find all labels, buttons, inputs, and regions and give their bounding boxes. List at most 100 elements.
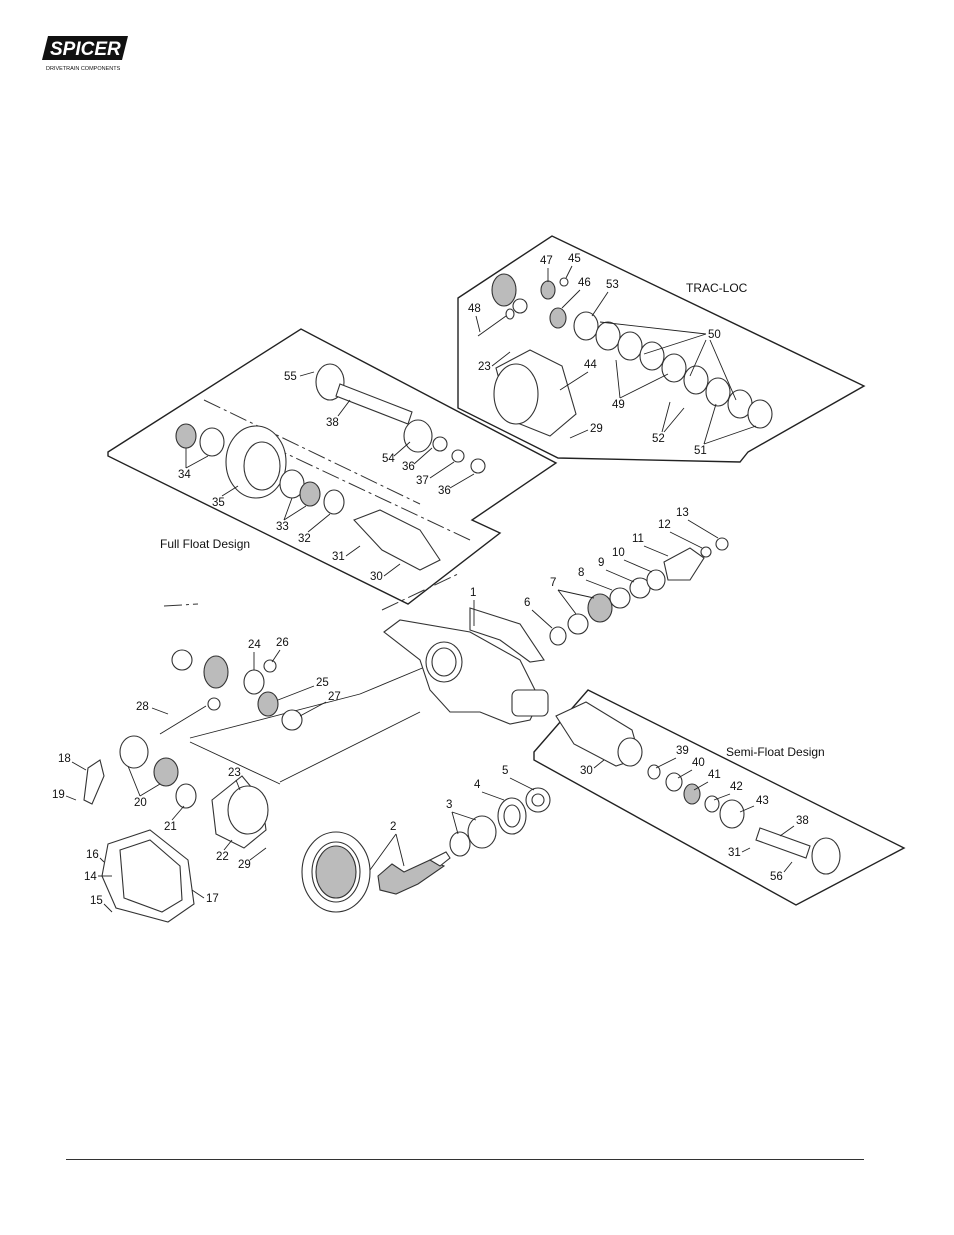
callout-7: 7 xyxy=(550,577,595,615)
callout-31-full-float: 31 xyxy=(332,545,361,563)
callout-42: 42 xyxy=(713,781,743,801)
svg-text:23: 23 xyxy=(228,767,241,779)
callout-3: 3 xyxy=(446,799,477,835)
svg-text:48: 48 xyxy=(468,303,481,315)
svg-text:20: 20 xyxy=(134,797,147,809)
callout-18: 18 xyxy=(58,753,87,771)
callout-41: 41 xyxy=(693,769,721,791)
trac-loc-outline xyxy=(457,235,866,463)
svg-text:14: 14 xyxy=(84,871,97,883)
svg-text:5: 5 xyxy=(502,765,508,777)
callout-46: 46 xyxy=(561,277,591,309)
svg-text:33: 33 xyxy=(276,521,289,533)
svg-text:21: 21 xyxy=(164,821,177,833)
svg-text:8: 8 xyxy=(578,567,584,579)
svg-text:38: 38 xyxy=(326,417,339,429)
callout-10: 10 xyxy=(612,547,653,573)
svg-text:29: 29 xyxy=(590,423,603,435)
footer-rule xyxy=(66,1159,864,1160)
callout-4: 4 xyxy=(474,779,505,801)
svg-text:45: 45 xyxy=(568,253,581,265)
svg-text:28: 28 xyxy=(136,701,149,713)
callout-20: 20 xyxy=(127,765,161,809)
callout-30-full-float: 30 xyxy=(370,563,401,583)
callout-56: 56 xyxy=(770,861,793,883)
svg-text:31: 31 xyxy=(728,847,741,859)
callout-43: 43 xyxy=(739,795,769,813)
callout-1: 1 xyxy=(470,587,476,626)
callout-34: 34 xyxy=(178,448,209,481)
semi-float-outline xyxy=(533,689,906,906)
ring-gear xyxy=(301,831,371,913)
callout-36-a: 36 xyxy=(402,447,433,473)
svg-text:30: 30 xyxy=(580,765,593,777)
svg-text:29: 29 xyxy=(238,859,251,871)
svg-text:46: 46 xyxy=(578,277,591,289)
svg-text:31: 31 xyxy=(332,551,345,563)
callout-29-trac-loc: 29 xyxy=(569,423,603,439)
svg-text:23: 23 xyxy=(478,361,491,373)
callout-50: 50 xyxy=(599,321,737,401)
svg-text:16: 16 xyxy=(86,849,99,861)
svg-text:11: 11 xyxy=(632,533,644,545)
svg-text:27: 27 xyxy=(328,691,341,703)
pinion-gear xyxy=(377,851,451,895)
callout-22: 22 xyxy=(216,839,233,863)
svg-text:24: 24 xyxy=(248,639,261,651)
svg-text:32: 32 xyxy=(298,533,311,545)
callout-55: 55 xyxy=(284,371,315,383)
svg-text:37: 37 xyxy=(416,475,429,487)
callout-44: 44 xyxy=(559,359,597,391)
callout-12: 12 xyxy=(658,519,703,549)
callout-32: 32 xyxy=(298,513,331,545)
callout-51: 51 xyxy=(694,403,757,457)
svg-text:54: 54 xyxy=(382,453,395,465)
callout-40: 40 xyxy=(677,757,705,779)
callout-25: 25 xyxy=(277,677,329,701)
callout-16: 16 xyxy=(86,849,105,863)
svg-text:44: 44 xyxy=(584,359,597,371)
svg-text:9: 9 xyxy=(598,557,604,569)
svg-text:35: 35 xyxy=(212,497,225,509)
callout-27: 27 xyxy=(299,691,341,717)
callout-8: 8 xyxy=(578,567,613,591)
callout-53: 53 xyxy=(591,279,619,317)
callout-37: 37 xyxy=(416,461,455,487)
callout-39: 39 xyxy=(655,745,689,769)
callout-52: 52 xyxy=(652,401,685,445)
svg-text:26: 26 xyxy=(276,637,289,649)
callout-24: 24 xyxy=(248,639,261,670)
svg-text:49: 49 xyxy=(612,399,625,411)
callout-31-semi-float: 31 xyxy=(728,847,751,859)
callout-48: 48 xyxy=(468,303,481,333)
svg-text:56: 56 xyxy=(770,871,783,883)
callout-5: 5 xyxy=(502,765,535,791)
svg-text:22: 22 xyxy=(216,851,229,863)
svg-text:19: 19 xyxy=(52,789,65,801)
callout-6: 6 xyxy=(524,597,553,629)
svg-text:41: 41 xyxy=(708,769,721,781)
svg-text:50: 50 xyxy=(708,329,721,341)
svg-text:18: 18 xyxy=(58,753,71,765)
section-title-trac-loc: TRAC-LOC xyxy=(686,281,748,295)
callout-38-full-float: 38 xyxy=(326,399,351,429)
callout-26: 26 xyxy=(271,637,289,663)
callout-54: 54 xyxy=(382,441,411,465)
logo-brand: SPICER xyxy=(50,39,121,60)
svg-text:30: 30 xyxy=(370,571,383,583)
svg-text:47: 47 xyxy=(540,255,553,267)
full-float-outline xyxy=(107,328,558,605)
callout-30-semi-float: 30 xyxy=(580,759,605,777)
callout-19: 19 xyxy=(52,789,77,801)
callout-49: 49 xyxy=(612,359,669,411)
callout-23: 23 xyxy=(228,767,241,791)
callout-11: 11 xyxy=(632,533,669,557)
callout-23-trac-loc: 23 xyxy=(478,351,511,373)
svg-text:34: 34 xyxy=(178,469,191,481)
section-title-semi-float: Semi-Float Design xyxy=(726,745,825,759)
callout-15: 15 xyxy=(90,895,113,913)
callout-13: 13 xyxy=(676,507,719,539)
callout-9: 9 xyxy=(598,557,635,583)
callout-21: 21 xyxy=(164,805,185,833)
